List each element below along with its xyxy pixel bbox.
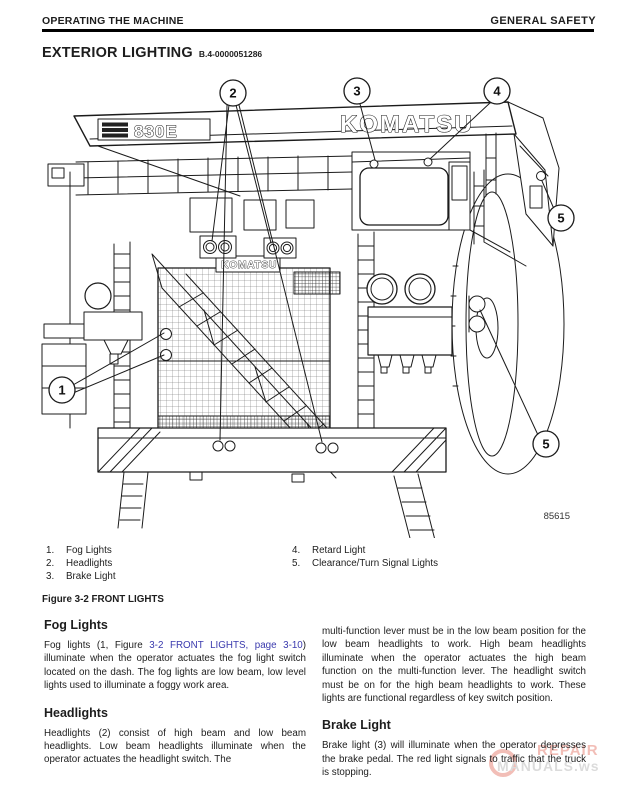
callout-5-bottom-marker: 5	[532, 430, 560, 458]
watermark-line2: MANUALS.ws	[497, 758, 600, 774]
callout-5-top-marker: 5	[547, 204, 575, 232]
legend-label: Clearance/Turn Signal Lights	[312, 558, 438, 570]
legend-label: Brake Light	[66, 571, 116, 583]
paragraph-headlights-continued: multi-function lever must be in the low …	[322, 626, 586, 705]
right-body-panel	[507, 101, 560, 247]
legend-item-clearance-lights: 5. Clearance/Turn Signal Lights	[292, 558, 438, 570]
dump-body-canopy: 830E KOMATSU	[73, 101, 517, 197]
callout-2-marker: 2	[219, 79, 247, 107]
section-title-row: EXTERIOR LIGHTING B.4-0000051286	[42, 44, 262, 62]
figure-crossref-link[interactable]: 3-2 FRONT LIGHTS, page 3-10	[149, 640, 303, 651]
figure-front-lights: 830E KOMATSU	[40, 76, 600, 547]
header-right: GENERAL SAFETY	[490, 15, 596, 27]
operator-cab	[351, 151, 527, 267]
page-title: EXTERIOR LIGHTING	[42, 45, 193, 61]
canopy-logo: KOMATSU	[340, 111, 474, 138]
legend-item-brake-light: 3. Brake Light	[46, 571, 116, 583]
text-column-right: multi-function lever must be in the low …	[322, 618, 586, 790]
legend-item-fog-lights: 1. Fog Lights	[46, 545, 112, 556]
turn-signal-pod	[468, 295, 486, 333]
fog-text-post: ) illuminate when the operator actuates …	[44, 640, 307, 692]
legend-label: Fog Lights	[66, 545, 112, 556]
legend-label: Headlights	[66, 558, 113, 570]
truck-front-diagram: 830E KOMATSU	[41, 77, 575, 547]
deck-handrails	[47, 155, 353, 233]
text-column-left: Fog Lights Fog lights (1, Figure 3-2 FRO…	[44, 618, 306, 777]
svg-text:3: 3	[353, 84, 360, 99]
fog-text-pre: Fog lights (1, Figure	[44, 640, 150, 651]
bumper-platform	[97, 427, 447, 547]
header-left: OPERATING THE MACHINE	[42, 15, 184, 27]
legend-item-retard-light: 4. Retard Light	[292, 545, 366, 556]
fog-lights	[160, 328, 172, 361]
callout-leaders	[72, 101, 555, 443]
site-watermark: REPAIR MANUALS.ws	[489, 741, 636, 785]
callout-1-marker: 1	[48, 376, 76, 404]
right-lamp-pod	[366, 273, 453, 374]
paragraph-brake-light: Brake light (3) will illuminate when the…	[322, 740, 586, 779]
legend-item-headlights: 2. Headlights	[46, 558, 113, 570]
callout-3-marker: 3	[343, 77, 371, 105]
watermark-logo-icon	[489, 749, 517, 777]
svg-text:2: 2	[229, 86, 236, 101]
header-rule	[42, 29, 594, 32]
svg-text:5: 5	[557, 211, 564, 226]
svg-text:1: 1	[58, 383, 65, 398]
watermark-line1: REPAIR	[537, 742, 599, 759]
clearance-light-right	[536, 171, 546, 181]
brake-light	[369, 159, 379, 169]
heading-brake-light: Brake Light	[322, 718, 391, 733]
figure-caption: Figure 3-2 FRONT LIGHTS	[42, 594, 164, 605]
paragraph-fog-lights: Fog lights (1, Figure 3-2 FRONT LIGHTS, …	[44, 639, 306, 693]
title-code: B.4-0000051286	[198, 49, 263, 59]
callout-4-marker: 4	[483, 77, 511, 105]
grille-logo: KOMATSU	[221, 259, 277, 271]
retard-light	[423, 157, 433, 167]
heading-headlights: Headlights	[44, 705, 108, 720]
badge-bars-icon	[102, 122, 128, 138]
svg-text:5: 5	[542, 437, 549, 452]
svg-text:4: 4	[493, 84, 501, 99]
model-badge: 830E	[134, 122, 178, 141]
paragraph-headlights: Headlights (2) consist of high beam and …	[44, 727, 306, 766]
heading-fog-lights: Fog Lights	[44, 618, 108, 632]
legend-label: Retard Light	[312, 545, 366, 556]
left-structures	[41, 171, 143, 429]
headlight-pods	[199, 235, 297, 259]
figure-drawing-number: 85615	[544, 511, 570, 522]
